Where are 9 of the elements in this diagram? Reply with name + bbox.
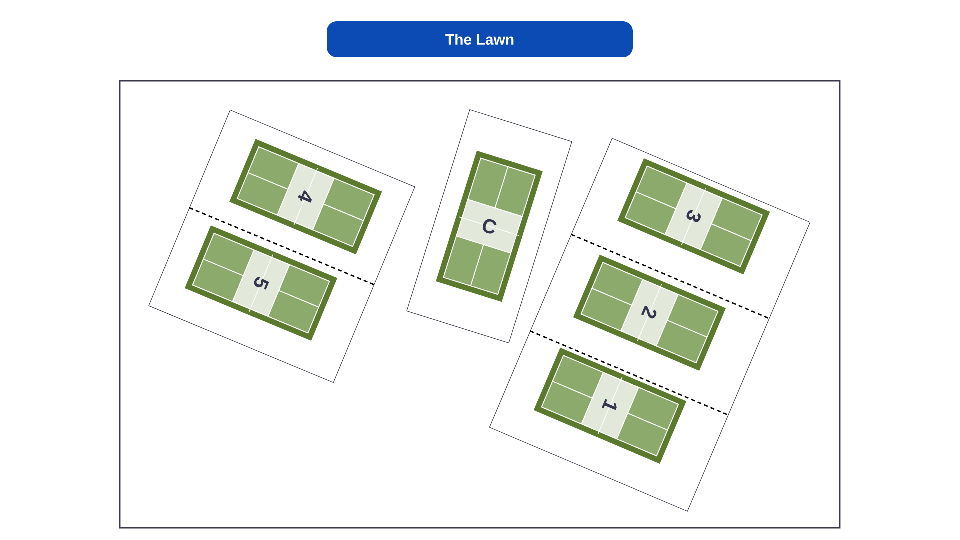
court-drawing: C [436,150,543,302]
court-drawing: 4 [230,139,382,255]
court-drawing: 1 [534,348,687,464]
court-drawing: 3 [618,158,770,275]
court-drawing: 5 [184,226,338,342]
court-drawing: 2 [573,254,726,371]
court-area-outline [148,110,416,384]
title-pill: The Lawn [327,22,633,58]
lawn-border [119,80,841,529]
